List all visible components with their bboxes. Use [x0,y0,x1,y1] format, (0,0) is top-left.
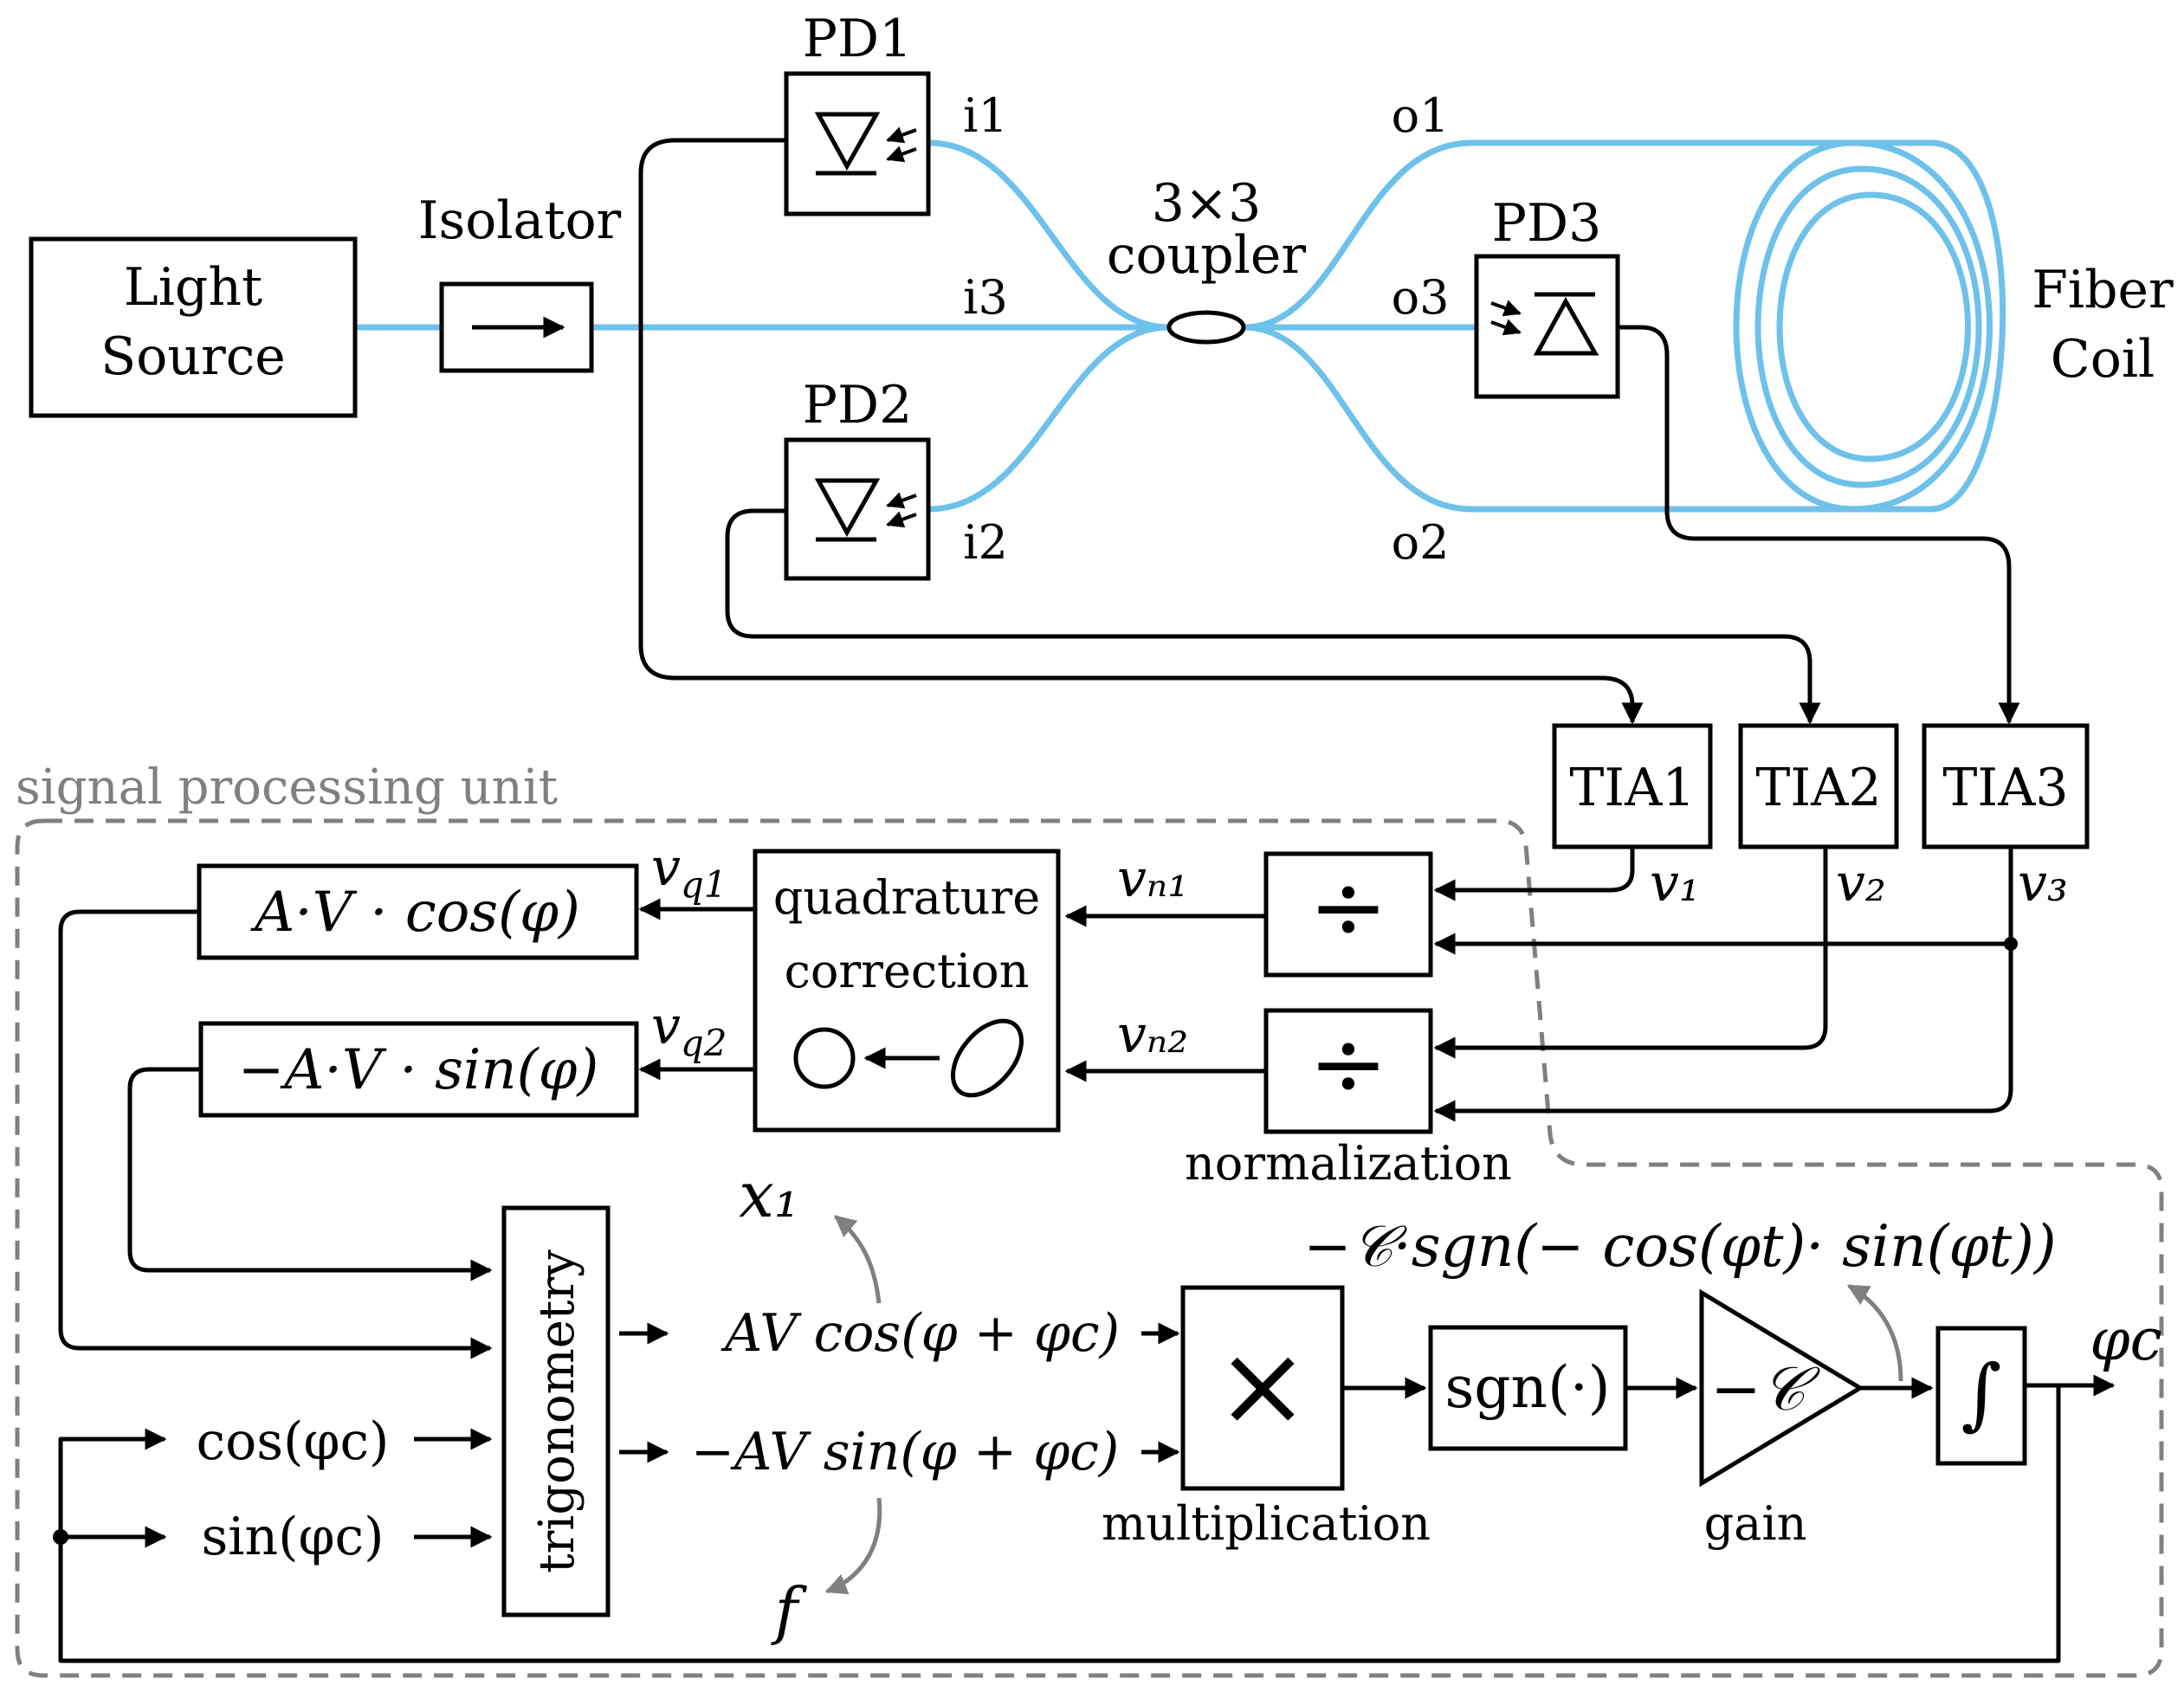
arrow-to-f-icon [824,1497,882,1595]
phic-output-label: φc [2090,1307,2161,1373]
junction-dot [53,1529,68,1545]
cos-output-box: A·V · cos(φ) [197,863,639,960]
light-source: Light Source [29,236,358,418]
port-i2: i2 [963,515,1008,570]
coupler-label-2: coupler [1107,225,1306,286]
port-o3: o3 [1392,270,1450,325]
light-source-label-2: Source [100,326,286,387]
quadrature-label-1: quadrature [773,870,1040,925]
quadrature-correction: quadrature correction [753,849,1061,1133]
wire-feedback-cos [58,1385,2061,1663]
integral-icon: ∫ [1961,1348,2002,1439]
divide-icon: ÷ [1308,851,1388,962]
vq1-label: vq1 [651,837,727,906]
port-o2: o2 [1392,515,1450,570]
wire-sin-to-trig [127,1067,493,1282]
integrator: ∫ [1935,1326,2027,1466]
coupler: 3×3 coupler [1107,173,1306,345]
optical-fibers [352,139,2006,513]
gain-block: −𝒞 [1699,1288,1864,1488]
tia2-label: TIA2 [1755,758,1881,818]
arrow-to-x1-icon [834,1215,882,1304]
isolator: Isolator [418,190,622,373]
circle-icon [793,1027,856,1089]
signal-processing-unit-border [15,818,2164,1678]
multiply-icon: × [1216,1320,1310,1451]
fiber-i2 [925,324,1173,513]
fiber-o1-o2 [1240,139,2006,513]
coupler-label-1: 3×3 [1152,173,1262,234]
divide-icon: ÷ [1308,1008,1388,1119]
wire-pd1-tia1 [638,138,1644,725]
signal-processing-unit-label: signal processing unit [16,759,559,816]
photodiode-icon [814,112,917,176]
wire-cos-to-trig [58,909,493,1359]
multiplication: × [1180,1285,1345,1491]
vq2-label: vq2 [651,996,727,1064]
wire-v2-div2 [1433,847,1828,1059]
v1-label: v₁ [1650,853,1700,914]
v3-label: v₃ [2018,853,2068,914]
port-o1: o1 [1392,88,1450,143]
photodiode-icon [1490,292,1599,356]
fiber-coil-loop-1 [1733,139,1993,513]
pd2-label: PD2 [803,375,913,436]
port-i3: i3 [963,270,1008,325]
wire-pd3-tia3 [1618,325,2020,725]
tia2: TIA2 [1738,723,1899,849]
coupler-ellipse-icon [1166,310,1246,345]
tia1: TIA1 [1552,723,1713,849]
v2-label: v₂ [1836,853,1886,914]
wire-v3-div1 [1433,847,2013,955]
pd2: PD2 [784,375,931,581]
sin-output-label: −A·V · sin(φ) [238,1038,599,1102]
fiber-coil-loop-3 [1776,191,1971,462]
quadrature-label-2: correction [785,944,1030,998]
tia3-label: TIA3 [1942,758,2068,818]
light-source-label-1: Light [124,257,262,318]
pd-tia-wires [638,138,2020,725]
sin-phic-label: sin(φc) [201,1507,384,1567]
port-i1: i1 [963,88,1008,143]
normalization-label: normalization [1185,1136,1512,1191]
sgn-label: sgn(·) [1444,1354,1610,1421]
wire-pd2-tia2 [725,508,1821,725]
x1-label: x₁ [739,1159,798,1231]
tia3: TIA3 [1922,723,2090,849]
pd3: PD3 [1474,193,1620,399]
av-sin-label: −AV sin(φ + φc) [691,1422,1120,1482]
pd1: PD1 [784,9,931,216]
fiber-coil-label-2: Coil [2051,329,2155,390]
sin-output-box: −A·V · sin(φ) [198,1021,639,1118]
sgn-expression: −𝒞·sgn(− cos(φt)· sin(φt)) [1303,1213,2056,1280]
fiber-coil-label-1: Fiber [2032,260,2174,320]
photodiode-icon [814,478,917,542]
fiber-coil-loop-2 [1754,165,1982,488]
fiber-i1 [925,139,1173,331]
trigonometry-label: trigonometry [529,1249,585,1573]
f-label: f [771,1574,808,1647]
pd1-label: PD1 [803,9,913,69]
gain-symbol: −𝒞 [1710,1353,1821,1424]
trigonometry: trigonometry [501,1205,611,1617]
vn1-label: vₙ₁ [1117,849,1188,909]
pd3-label: PD3 [1492,193,1602,254]
wire-v1-div1 [1433,847,1635,901]
cos-output-label: A·V · cos(φ) [250,881,580,945]
divider-1: ÷ [1263,851,1433,978]
wire-v3-div2 [1433,944,2013,1122]
multiplication-label: multiplication [1102,1496,1431,1551]
sgn-block: sgn(·) [1428,1325,1628,1451]
ellipse-icon [950,1018,1024,1098]
av-cos-label: AV cos(φ + φc) [720,1303,1120,1364]
tia-norm-wires [1433,847,2018,1122]
tia1-label: TIA1 [1569,758,1695,818]
cos-phic-label: cos(φc) [197,1411,390,1472]
gain-label: gain [1704,1496,1807,1551]
vn2-label: vₙ₂ [1117,1004,1188,1065]
isolator-label: Isolator [418,190,622,251]
arrow-to-sgn-expr-icon [1846,1283,1903,1382]
divider-2: ÷ [1263,1008,1433,1134]
